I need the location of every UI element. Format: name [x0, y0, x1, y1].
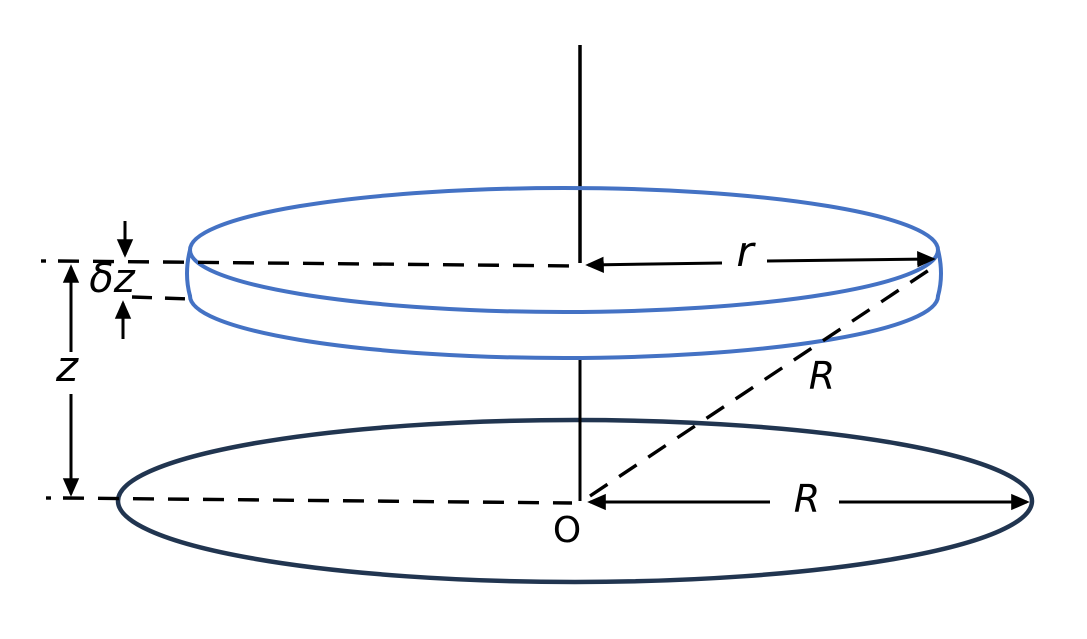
R-diagonal-dashed-line — [589, 264, 936, 498]
r-arrow-left-segment — [585, 256, 723, 273]
r-arrow-right-segment — [766, 251, 936, 268]
disc-side-right — [936, 248, 943, 298]
z-label: z — [55, 342, 79, 391]
r-label: r — [736, 227, 756, 276]
R-horizontal-label: R — [794, 477, 820, 521]
disc-side-left — [185, 248, 192, 298]
delta-z-label: δz — [89, 256, 135, 302]
equator-circle — [115, 417, 1035, 585]
disc-bottom-rim — [188, 294, 940, 360]
disc-bottom-level-dash — [131, 295, 192, 301]
disc-level-dashed-line — [57, 259, 579, 268]
R-diagonal-label: R — [809, 354, 835, 398]
disc-element — [185, 186, 943, 360]
origin-label: O — [553, 510, 581, 551]
disc-top-face — [188, 186, 940, 314]
equator-dashed-line — [62, 496, 573, 505]
